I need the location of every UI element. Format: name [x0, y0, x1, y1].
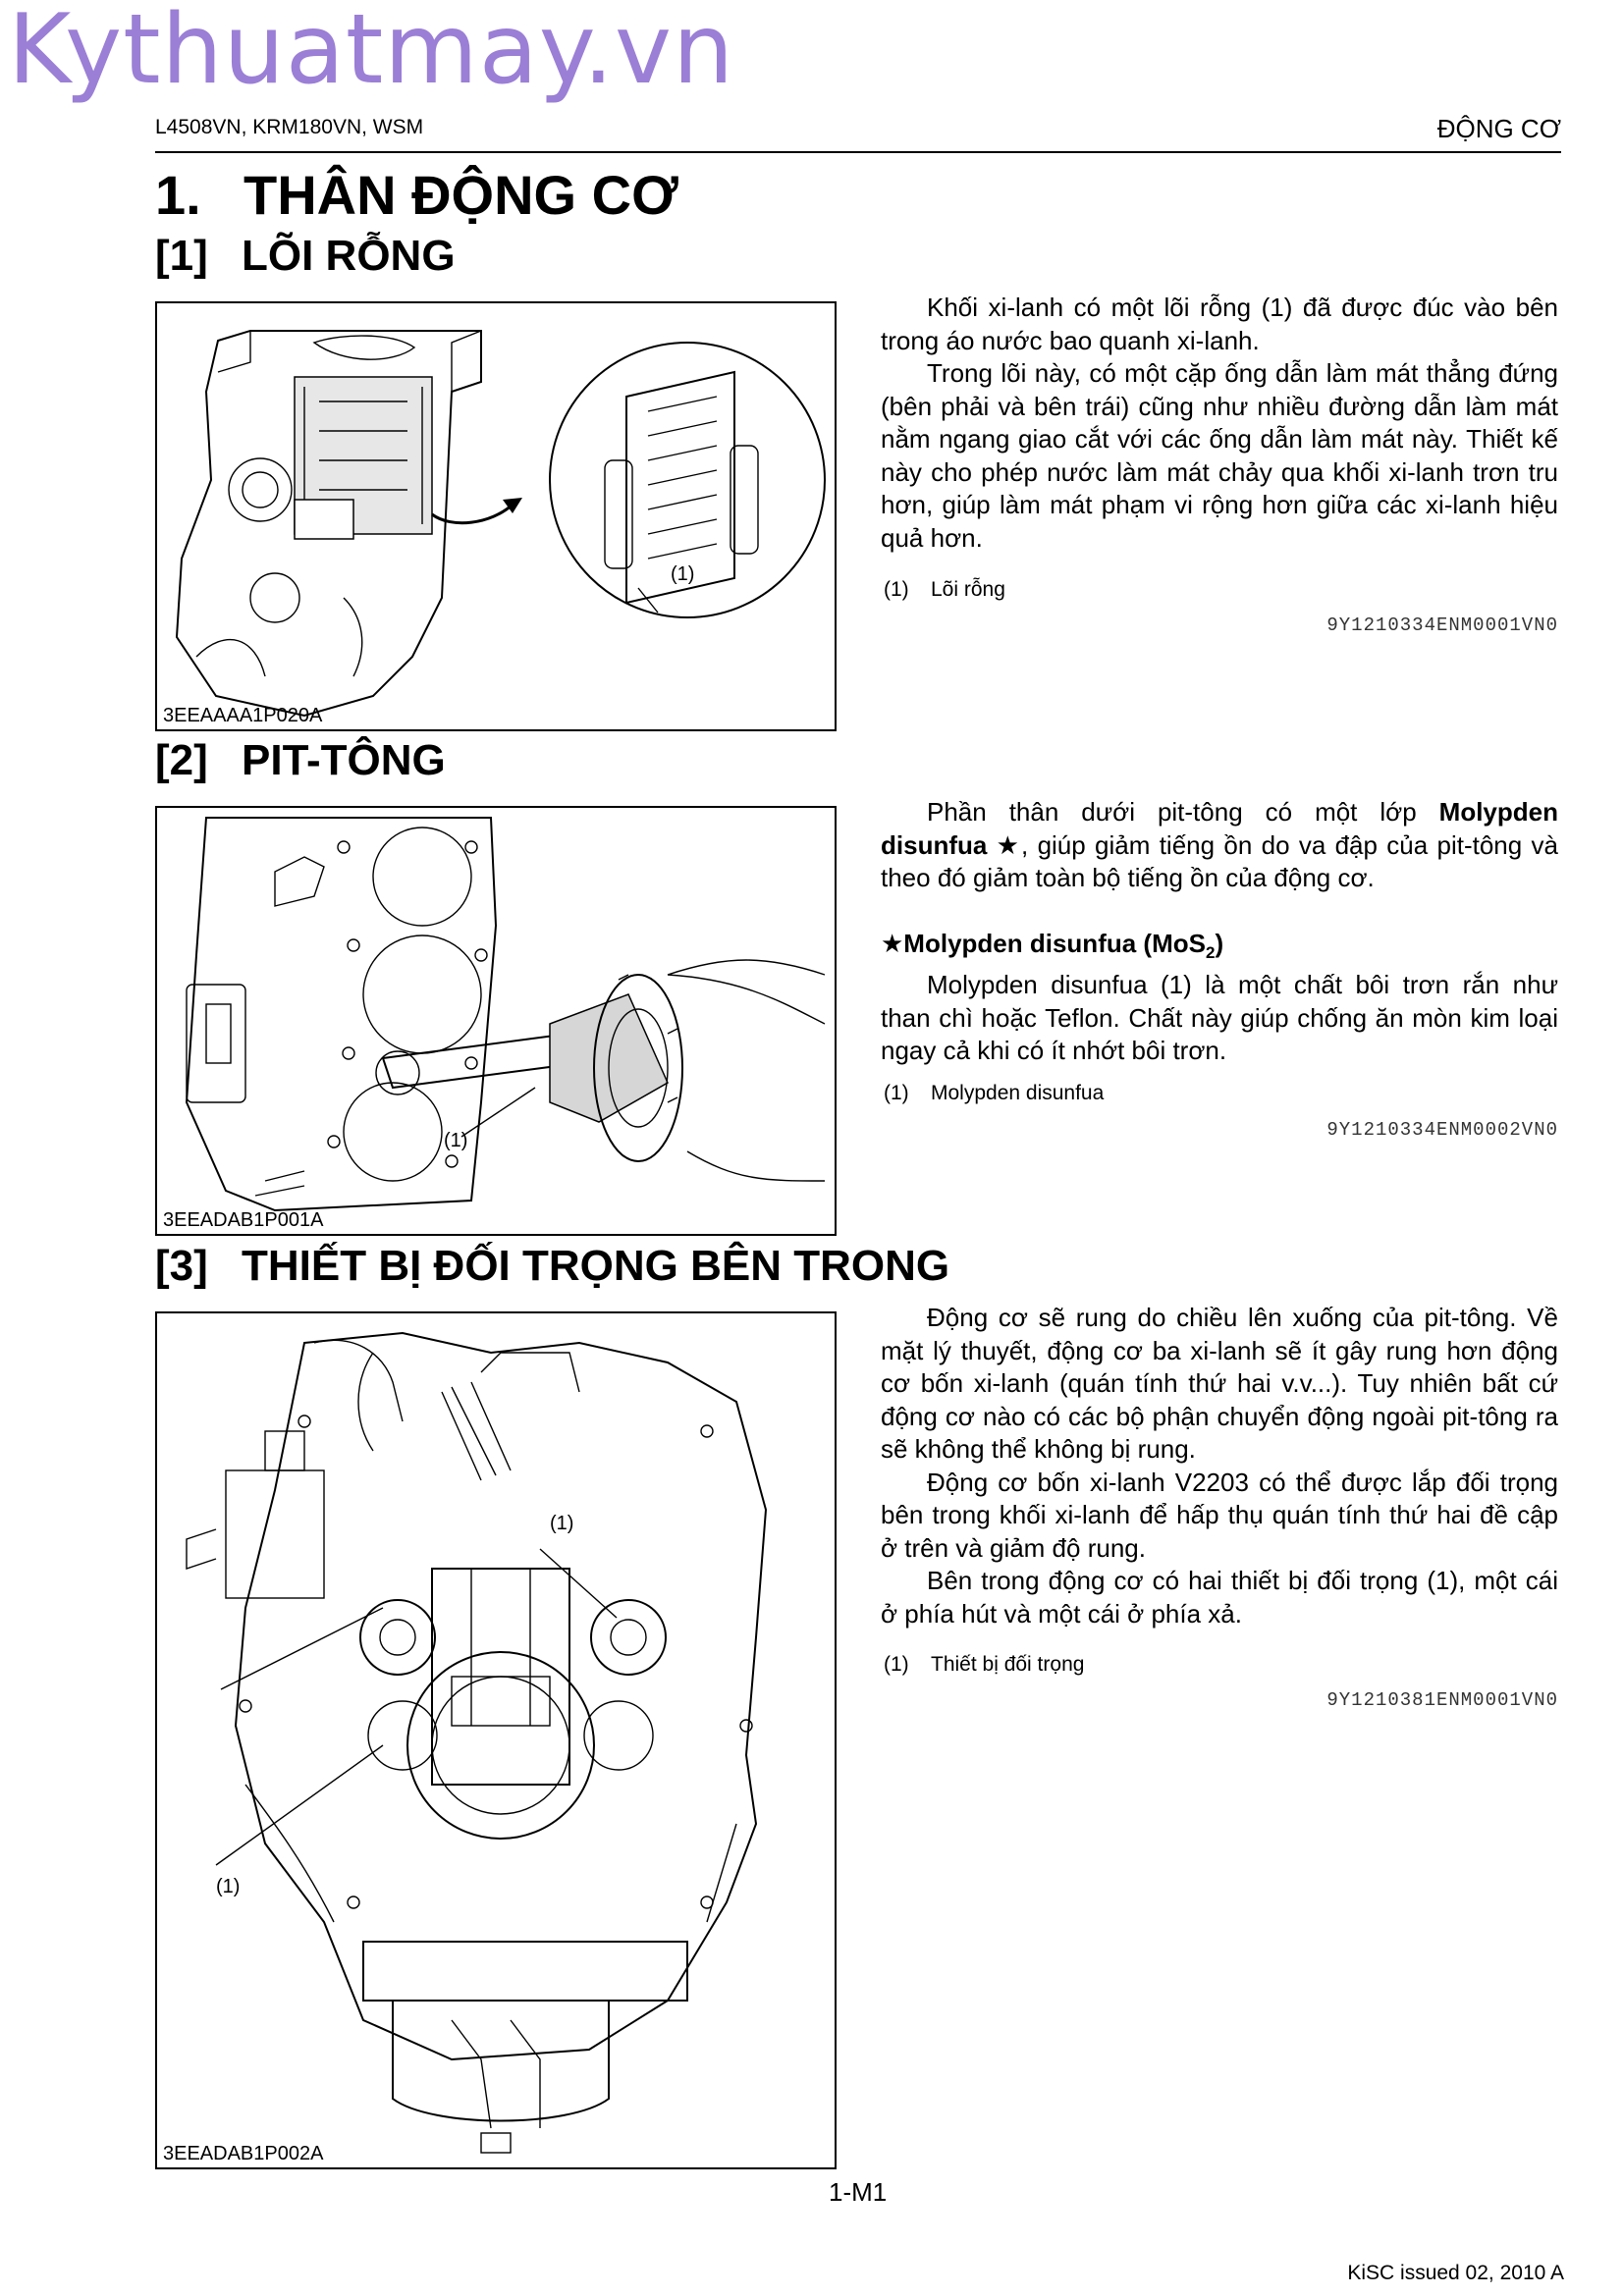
figure-piston-callout: (1): [444, 1130, 467, 1151]
section-3-paragraph: Động cơ sẽ rung do chiều lên xuống của p…: [881, 1303, 1558, 1464]
section-1-paragraph: Khối xi-lanh có một lõi rỗng (1) đã được…: [881, 293, 1558, 355]
section-3-ref-code: 9Y1210381ENM0001VN0: [1326, 1689, 1558, 1711]
figure-balancer-code: 3EEADAB1P002A: [163, 2143, 324, 2164]
section-2-ref-code: 9Y1210334ENM0002VN0: [1326, 1119, 1558, 1141]
section-3-legend: (1) Thiết bị đối trọng: [884, 1653, 1084, 1677]
figure-balancer: (1) (1) 3EEADAB1P002A: [155, 1311, 837, 2169]
chapter-title: 1. THÂN ĐỘNG CƠ: [155, 163, 678, 227]
figure-hollow-core-code: 3EEAAAA1P020A: [163, 705, 323, 726]
header-section: ĐỘNG CƠ: [1436, 114, 1561, 143]
section-1-legend: (1) Lõi rỗng: [884, 578, 1005, 602]
watermark-logo: Kythuatmay.vn: [8, 0, 735, 106]
figure-balancer-drawing: (1) (1): [186, 1331, 768, 2154]
section-1-title: LÕI RỖNG: [242, 232, 456, 280]
section-1-paragraph: Trong lõi này, có một cặp ống dẫn làm má…: [881, 358, 1558, 553]
section-2-legend: (1) Molypden disunfua: [884, 1082, 1104, 1105]
figure-balancer-callout-left: (1): [216, 1876, 240, 1897]
section-3-paragraph: Bên trong động cơ có hai thiết bị đối tr…: [881, 1566, 1558, 1629]
section-3-heading: [3] THIẾT BỊ ĐỐI TRỌNG BÊN TRONG: [155, 1242, 949, 1291]
chapter-number: 1.: [155, 164, 201, 226]
section-2-paragraph: Molypden disunfua (1) là một chất bôi tr…: [881, 970, 1558, 1066]
footer-issue: KiSC issued 02, 2010 A: [1347, 2262, 1564, 2284]
section-1-body: Khối xi-lanh có một lõi rỗng (1) đã được…: [881, 292, 1558, 555]
figure-balancer-callout-right: (1): [550, 1513, 573, 1534]
figure-piston-code: 3EEADAB1P001A: [163, 1209, 324, 1231]
figure-piston: (1) 3EEADAB1P001A: [155, 806, 837, 1236]
legend-label: Lõi rỗng: [931, 578, 1005, 601]
legend-label: Thiết bị đối trọng: [931, 1653, 1085, 1676]
section-3-paragraph: Động cơ bốn xi-lanh V2203 có thể được lắ…: [881, 1467, 1558, 1563]
header-rule: [155, 151, 1561, 153]
section-2-title: PIT-TÔNG: [242, 736, 446, 784]
legend-number: (1): [884, 578, 909, 601]
page-number: 1-M1: [829, 2177, 888, 2207]
section-1-heading: [1] LÕI RỖNG: [155, 232, 456, 281]
chapter-title-text: THÂN ĐỘNG CƠ: [243, 164, 678, 226]
section-2-body: Phần thân dưới pit-tông có một lớp Molyp…: [881, 796, 1558, 1068]
section-2-number: [2]: [155, 736, 208, 784]
figure-hollow-core: (1) 3EEAAAA1P020A: [155, 301, 837, 731]
figure-piston-drawing: (1): [185, 817, 826, 1212]
figure-hollow-core-drawing: (1): [175, 330, 826, 718]
legend-label: Molypden disunfua: [931, 1082, 1105, 1104]
section-2-heading: [2] PIT-TÔNG: [155, 736, 446, 785]
section-1-ref-code: 9Y1210334ENM0001VN0: [1326, 614, 1558, 636]
header-model: L4508VN, KRM180VN, WSM: [155, 116, 424, 138]
section-2-paragraph: Phần thân dưới pit-tông có một lớp Molyp…: [881, 797, 1558, 892]
section-1-number: [1]: [155, 232, 208, 280]
section-3-number: [3]: [155, 1242, 208, 1290]
section-3-body: Động cơ sẽ rung do chiều lên xuống của p…: [881, 1302, 1558, 1630]
legend-number: (1): [884, 1082, 909, 1104]
legend-number: (1): [884, 1653, 909, 1676]
figure-hollow-core-callout: (1): [671, 563, 694, 585]
section-2-subheading: ★Molypden disunfua (MoS2): [881, 928, 1224, 962]
section-3-title: THIẾT BỊ ĐỐI TRỌNG BÊN TRONG: [242, 1242, 950, 1290]
